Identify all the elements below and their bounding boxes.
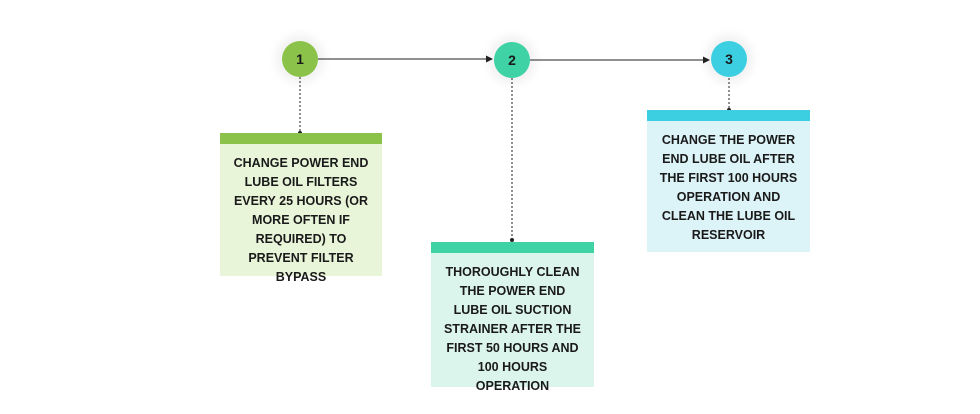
step-3-description: CHANGE THE POWER END LUBE OIL AFTER THE … <box>659 133 798 242</box>
step-1-circle: 1 <box>282 41 318 77</box>
step-2-description: THOROUGHLY CLEAN THE POWER END LUBE OIL … <box>443 265 582 393</box>
step-3-card: CHANGE THE POWER END LUBE OIL AFTER THE … <box>647 110 810 252</box>
step-2-card: THOROUGHLY CLEAN THE POWER END LUBE OIL … <box>431 242 594 393</box>
step-2-circle: 2 <box>494 42 530 78</box>
step-1-card: CHANGE POWER END LUBE OIL FILTERS EVERY … <box>220 133 382 284</box>
step-2-number: 2 <box>508 52 516 68</box>
step-1-number: 1 <box>296 51 304 67</box>
step-3-circle: 3 <box>711 41 747 77</box>
dot-step2 <box>510 238 514 242</box>
step-1-description: CHANGE POWER END LUBE OIL FILTERS EVERY … <box>233 156 369 284</box>
step-3-number: 3 <box>725 51 733 67</box>
